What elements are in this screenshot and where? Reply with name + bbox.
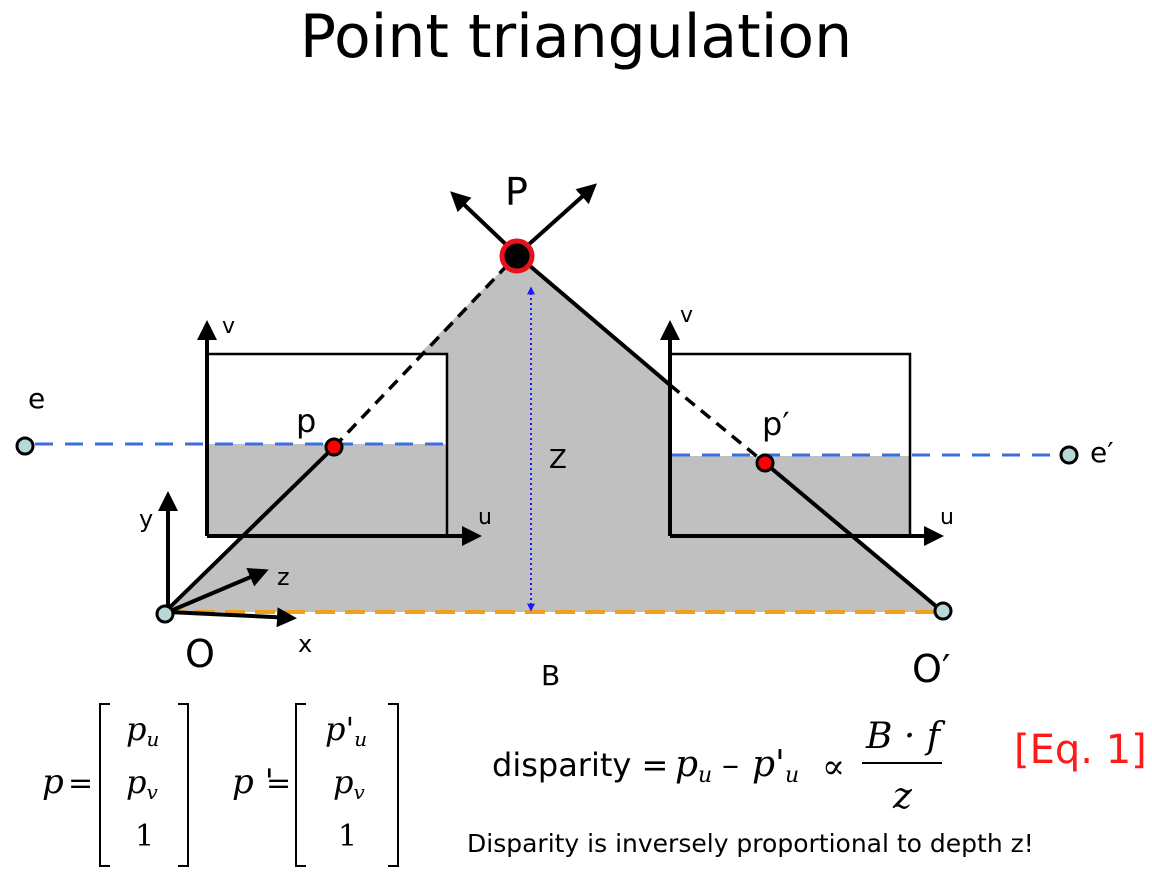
- p-vector-entry-3: 1: [135, 819, 154, 854]
- left-image-plane: [197, 320, 482, 546]
- camera-center-O-prime-marker: [933, 601, 953, 621]
- label-e: e: [28, 382, 45, 415]
- label-left-v: v: [222, 314, 235, 339]
- disparity-minus: –: [722, 745, 739, 785]
- fraction-denominator: z: [892, 776, 913, 817]
- p-prime-vector-equation: p ' = p'u pv 1: [232, 703, 399, 867]
- p-prime-vector-entry-1: p'u: [325, 710, 367, 751]
- p-prime-vector-entry-2: pv: [333, 763, 365, 804]
- point-P-marker: [499, 238, 535, 274]
- epipole-e-prime-marker: [1059, 445, 1079, 465]
- p-vector-lhs: p: [42, 762, 64, 802]
- right-image-plane: [660, 320, 944, 546]
- label-y: y: [139, 505, 153, 533]
- right-image-plane-bottom: [670, 456, 910, 536]
- label-P: P: [505, 170, 528, 214]
- label-O: O: [185, 632, 215, 676]
- image-point-p-marker: [324, 437, 344, 457]
- right-ray-lower: [763, 461, 945, 614]
- label-p: p: [296, 402, 316, 440]
- left-image-plane-top: [207, 444, 447, 536]
- label-z: z: [277, 563, 290, 591]
- proportional-symbol: ∝: [822, 747, 845, 787]
- left-ray-solid: [163, 445, 336, 614]
- disparity-equation: disparity = pu – p'u ∝ B · f z [Eq. 1]: [492, 716, 1147, 817]
- image-point-p-prime-marker: [755, 453, 775, 473]
- label-B: B: [541, 659, 560, 692]
- camera-center-O-marker: [155, 604, 175, 624]
- p-vector-right-bracket: [178, 703, 189, 867]
- p-arrow-right: [515, 183, 597, 257]
- left-ray-dashed: [332, 253, 519, 449]
- right-image-rect-upper: [670, 354, 910, 456]
- p-vector-entry-2: pv: [126, 763, 158, 804]
- z-axis: [167, 568, 269, 614]
- p-vector-left-bracket: [99, 703, 110, 867]
- label-O-prime: O′: [912, 647, 951, 691]
- right-ray-solid: [515, 253, 672, 387]
- slide-title: Point triangulation: [299, 2, 853, 72]
- label-left-u: u: [478, 505, 492, 530]
- fraction-numerator: B · f: [865, 716, 946, 757]
- right-ray-dashed: [668, 383, 767, 465]
- label-x: x: [298, 630, 312, 658]
- p-vector-entry-1: pu: [126, 710, 159, 751]
- p-prime-vector-lhs: p ': [232, 762, 274, 802]
- x-axis: [167, 607, 297, 628]
- label-e-prime: e′: [1090, 436, 1114, 469]
- label-Z: Z: [549, 445, 567, 475]
- p-prime-vector-right-bracket: [388, 703, 399, 867]
- p-prime-vector-entry-3: 1: [338, 819, 357, 854]
- disparity-note: Disparity is inversely proportional to d…: [467, 829, 1034, 858]
- disparity-ppu: p'u: [752, 744, 799, 788]
- disparity-label: disparity =: [492, 746, 668, 784]
- equation-reference: [Eq. 1]: [1014, 727, 1147, 773]
- p-vector-eq-sign: =: [68, 766, 93, 801]
- epipole-e-marker: [15, 436, 35, 456]
- disparity-pu: pu: [675, 744, 712, 788]
- p-prime-vector-left-bracket: [295, 703, 306, 867]
- label-p-prime: p′: [762, 405, 790, 443]
- p-prime-vector-eq-sign: =: [266, 766, 291, 801]
- p-vector-equation: p = pu pv 1: [42, 703, 189, 867]
- label-right-v: v: [680, 303, 693, 328]
- label-right-u: u: [940, 505, 954, 530]
